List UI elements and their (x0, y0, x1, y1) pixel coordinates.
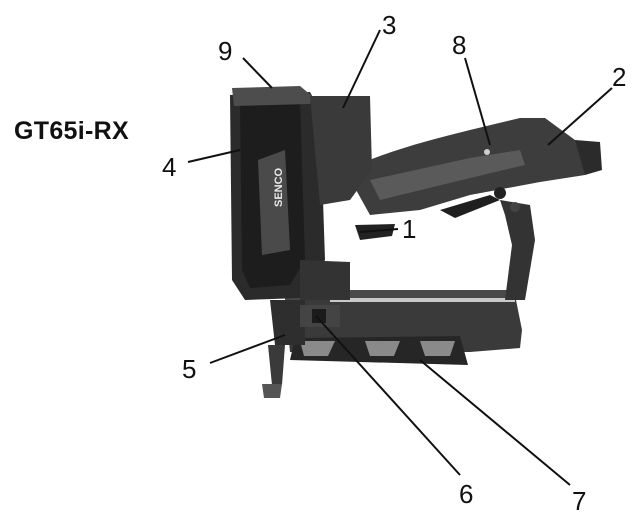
leader-5 (209, 334, 286, 364)
leader-8 (464, 57, 491, 146)
leader-9 (242, 57, 273, 89)
callout-3: 3 (382, 10, 396, 40)
leader-3 (342, 29, 381, 109)
leader-7 (419, 359, 571, 486)
leader-1 (359, 228, 399, 233)
callout-1: 1 (402, 214, 416, 244)
magazine (285, 290, 522, 365)
callout-7: 7 (572, 486, 586, 516)
main-body: SENCO (230, 86, 395, 398)
callout-8: 8 (452, 30, 466, 60)
callout-2: 2 (612, 62, 626, 92)
callout-numbers: 1 2 3 4 5 6 7 8 9 (162, 10, 626, 516)
model-label: GT65i-RX (14, 117, 129, 145)
callout-5: 5 (182, 354, 196, 384)
brand-text: SENCO (273, 167, 285, 207)
leader-6 (315, 315, 461, 476)
handle (345, 118, 602, 300)
callout-4: 4 (162, 152, 176, 182)
leader-2 (547, 87, 613, 146)
leader-lines (187, 29, 613, 486)
callout-6: 6 (459, 479, 473, 509)
callout-9: 9 (218, 36, 232, 66)
leader-4 (187, 149, 241, 163)
